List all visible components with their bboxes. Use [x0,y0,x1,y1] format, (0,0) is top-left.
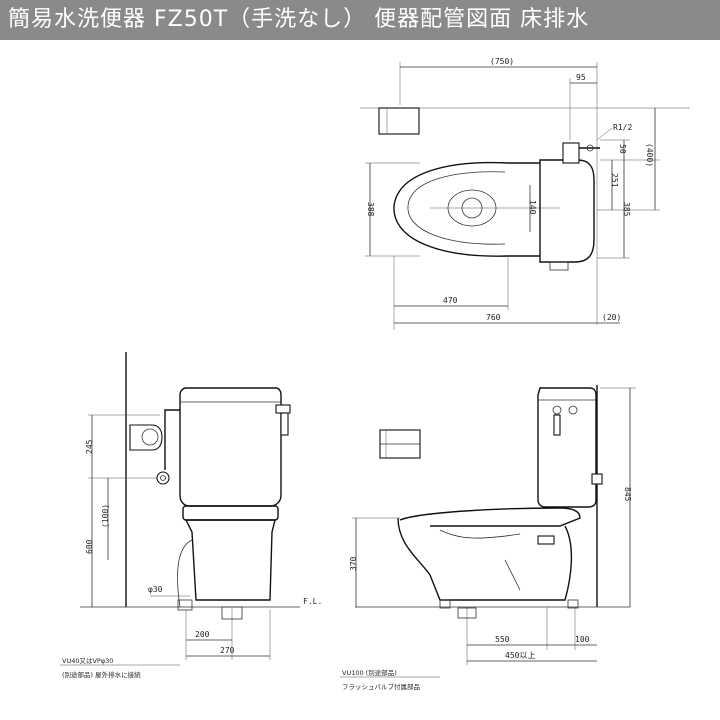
dim-550: 550 [495,635,510,644]
dim-phi30: φ30 [148,585,163,594]
tank-side [537,387,597,508]
page-title: 簡易水洗便器 FZ50T（手洗なし） 便器配管図面 床排水 [0,0,720,40]
side-view: 845 370 550 100 450以上 VU100 (別途部品) フラッシュ… [340,385,636,691]
dim-750: (750) [490,57,514,66]
supply-valve-plan [562,142,580,164]
dim-245: 245 [85,439,94,454]
supply-valve-side [591,473,603,485]
seat-side [399,507,581,527]
dim-20: (20) [602,313,621,322]
supply-pipe-front [164,409,180,470]
note-pipe-front: VU40又はVPφ30 [62,657,113,665]
note-outdoor-drain: (別途部品) 屋外排水に接続 [62,670,141,679]
dim-600: 600 [85,539,94,554]
front-view: F.L. 245 (100) 600 φ30 [60,352,322,679]
dim-100-front: (100) [101,504,110,528]
dim-450: 450以上 [505,651,535,660]
dim-50: 50 [618,144,627,154]
dim-200: 200 [195,630,210,639]
dim-845: 845 [623,487,632,502]
dim-370: 370 [349,556,358,571]
dim-385: 385 [622,202,631,217]
dim-140: 140 [528,200,537,215]
paper-holder-front [129,424,163,451]
dim-270: 270 [220,646,235,655]
dim-100-side: 100 [575,635,590,644]
note-vu100: VU100 (別途部品) [342,668,397,677]
fl-label-front: F.L. [303,597,322,606]
dim-388: 388 [366,202,375,217]
bowl-front [184,519,276,601]
bowl-outline-plan [393,161,540,257]
paper-holder-plan [378,107,420,135]
dim-400: (400) [645,143,654,167]
dim-95: 95 [576,73,586,82]
dim-470: 470 [443,296,458,305]
plan-view: (750) 95 R1/2 50 (400) 251 [360,57,690,330]
dim-760: 760 [486,313,501,322]
tank-front [179,387,282,507]
dim-R12: R1/2 [613,123,632,132]
flush-valve-part [537,535,555,545]
note-flush-valve: フラッシュバルブ付属部品 [342,682,420,691]
dim-251: 251 [610,173,619,188]
tank-plan [539,159,595,263]
bowl-side [397,517,573,601]
